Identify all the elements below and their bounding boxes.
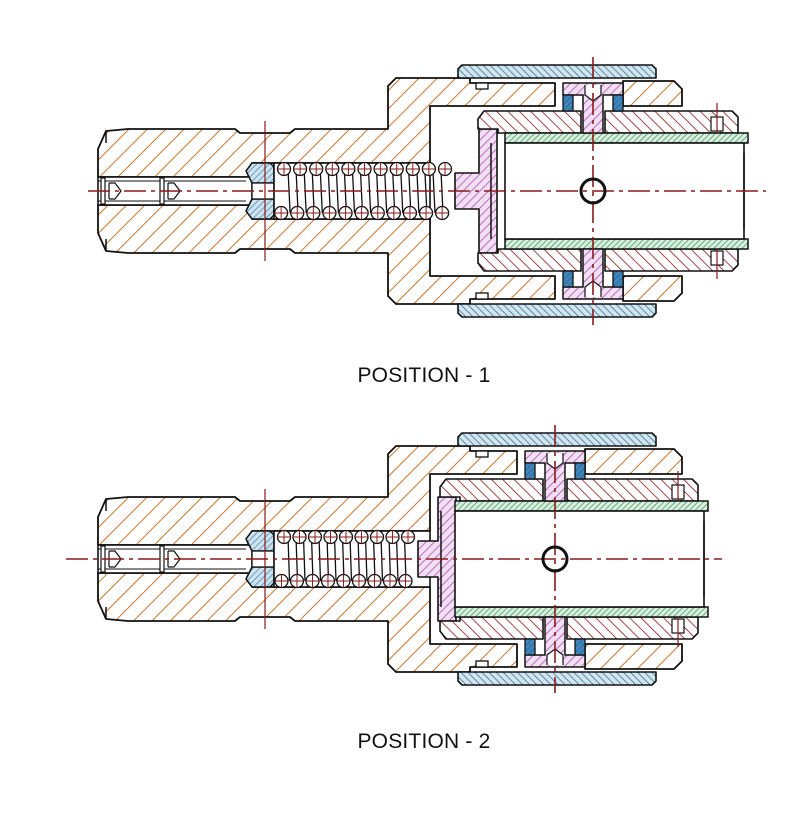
- sleeve-upper-left: [439, 478, 544, 502]
- sleeve-lower-left: [439, 616, 544, 640]
- set-screw-tip-1: [109, 182, 122, 200]
- spring-wire-2-b: [327, 168, 331, 214]
- outer-collar-upper: [457, 432, 657, 447]
- seal-block-ul: [524, 462, 536, 480]
- outer-collar-lower: [457, 671, 657, 686]
- seal-block-lr: [574, 638, 586, 656]
- inner-tube-lower: [504, 238, 749, 250]
- oring-groove-lower: [475, 292, 489, 300]
- sleeve-upper-right: [604, 110, 739, 134]
- sleeve-lower-right: [604, 248, 739, 272]
- outer-collar-upper: [457, 64, 657, 79]
- view-position-2: [66, 425, 722, 693]
- seal-block-ur: [612, 94, 624, 112]
- body-flange-right-lower: [622, 275, 683, 302]
- adjusting-plug-upper: [245, 162, 275, 184]
- seal-block-ll: [524, 638, 536, 656]
- oring-groove-upper: [475, 82, 489, 90]
- view-position-1: [88, 57, 766, 325]
- adjusting-plug-upper: [245, 530, 275, 552]
- inner-tube-upper: [504, 132, 749, 144]
- spring-wire-6-b: [388, 536, 392, 582]
- spring-wire-7-b: [408, 168, 412, 214]
- inner-tube-lower: [454, 606, 709, 618]
- body-flange-right-upper: [584, 448, 683, 475]
- pivot-hole: [579, 177, 607, 205]
- adjusting-plug-lower: [245, 198, 275, 220]
- oring-groove-upper: [475, 450, 489, 458]
- spring-wire-7-a: [400, 168, 404, 214]
- sleeve-lower-left: [477, 248, 582, 272]
- spring-wire-3-b: [341, 536, 345, 582]
- body-flange-right-lower: [584, 643, 683, 670]
- seal-block-ll: [562, 270, 574, 288]
- spring-wire-4-a: [349, 536, 353, 582]
- spring-wire-3-a: [335, 168, 340, 214]
- sleeve-upper-left: [477, 110, 582, 134]
- seal-block-lr: [612, 270, 624, 288]
- pivot-hole: [541, 545, 569, 573]
- caption-position-1: POSITION - 1: [357, 364, 491, 387]
- oring-groove-lower: [475, 660, 489, 668]
- inner-tube-upper: [454, 500, 709, 512]
- caption-position-2: POSITION - 2: [357, 730, 491, 753]
- outer-collar-lower: [457, 303, 657, 318]
- body-flange-right-upper: [622, 80, 683, 107]
- set-screw-head-2: [159, 545, 165, 573]
- sleeve-lower-right: [566, 616, 699, 640]
- seal-block-ul: [562, 94, 574, 112]
- sleeve-upper-right: [566, 478, 699, 502]
- seal-block-ur: [574, 462, 586, 480]
- spring-wire-1-a: [302, 536, 306, 582]
- adjusting-plug-lower: [245, 566, 275, 588]
